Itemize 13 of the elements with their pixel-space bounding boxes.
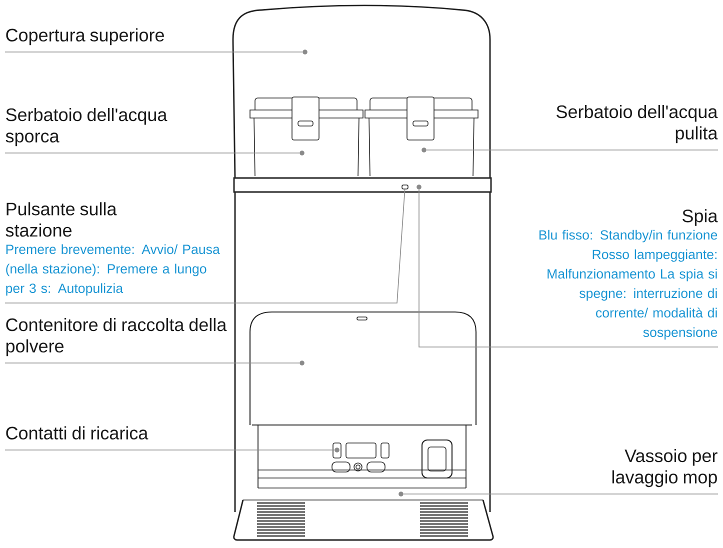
part-label: Contatti di ricarica xyxy=(6,426,148,440)
part-label: Serbatoio dell'acqua pulita xyxy=(556,104,718,144)
leader-line xyxy=(4,152,300,154)
part-label: Serbatoio dell'acqua sporca xyxy=(6,108,168,146)
leader-line xyxy=(4,362,300,364)
leader-line xyxy=(4,188,406,304)
part-label: Spia Blu fisso: Standby/in funzione Rosso lampeggiante: Malfunzionamento La spia si spegne: interruzione di corrente/ modalità di sospensione xyxy=(539,209,718,340)
part-label: Contenitore di raccolta della polvere xyxy=(6,318,227,356)
button-icon xyxy=(402,184,408,190)
part-label: Vassoio per lavaggio mop xyxy=(612,448,718,488)
part-label: Copertura superiore xyxy=(6,28,164,46)
part-label: Pulsante sulla stazione Premere brevemente: Avvio/ Pausa (nella stazione): Premere a lungo per 3 s: Autopulizia xyxy=(6,202,220,296)
leader-line xyxy=(418,189,718,348)
